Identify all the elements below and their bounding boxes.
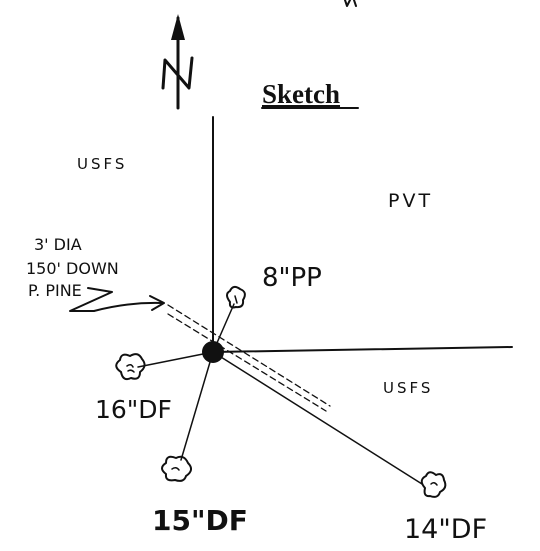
top-edge-mark (344, 0, 357, 7)
tree-icon-16df (115, 353, 146, 381)
tree-label-15df: 15"DF (152, 504, 248, 537)
tree-icon-8pp (226, 285, 246, 309)
note-leader-arrow (69, 287, 165, 312)
note-line-diameter: 3' DIA (34, 235, 82, 254)
tree-label-14df: 14"DF (404, 514, 487, 545)
line-to-16df (137, 351, 214, 368)
tree-icon-15df (161, 455, 192, 482)
north-arrow-head (171, 14, 185, 40)
tree-label-8pp: 8"PP (262, 263, 322, 293)
down-tree (167, 304, 331, 412)
boundary-line-east (212, 346, 513, 353)
corner-point (202, 341, 224, 363)
down-tree-note: 3' DIA 150' DOWN P. PINE (26, 235, 119, 300)
line-to-14df (212, 351, 423, 485)
line-to-15df (180, 351, 214, 461)
north-arrow: N (161, 14, 194, 110)
land-label-usfs-top: USFS (77, 155, 127, 173)
note-line-species: P. PINE (28, 281, 82, 300)
note-line-length: 150' DOWN (26, 259, 119, 278)
tree-icon-14df (420, 471, 447, 498)
north-letter-n (161, 56, 194, 90)
land-label-pvt: PVT (388, 190, 433, 212)
sketch-title: Sketch (262, 79, 340, 109)
land-label-usfs-bottom: USFS (383, 379, 433, 397)
tree-label-16df: 16"DF (95, 395, 172, 424)
